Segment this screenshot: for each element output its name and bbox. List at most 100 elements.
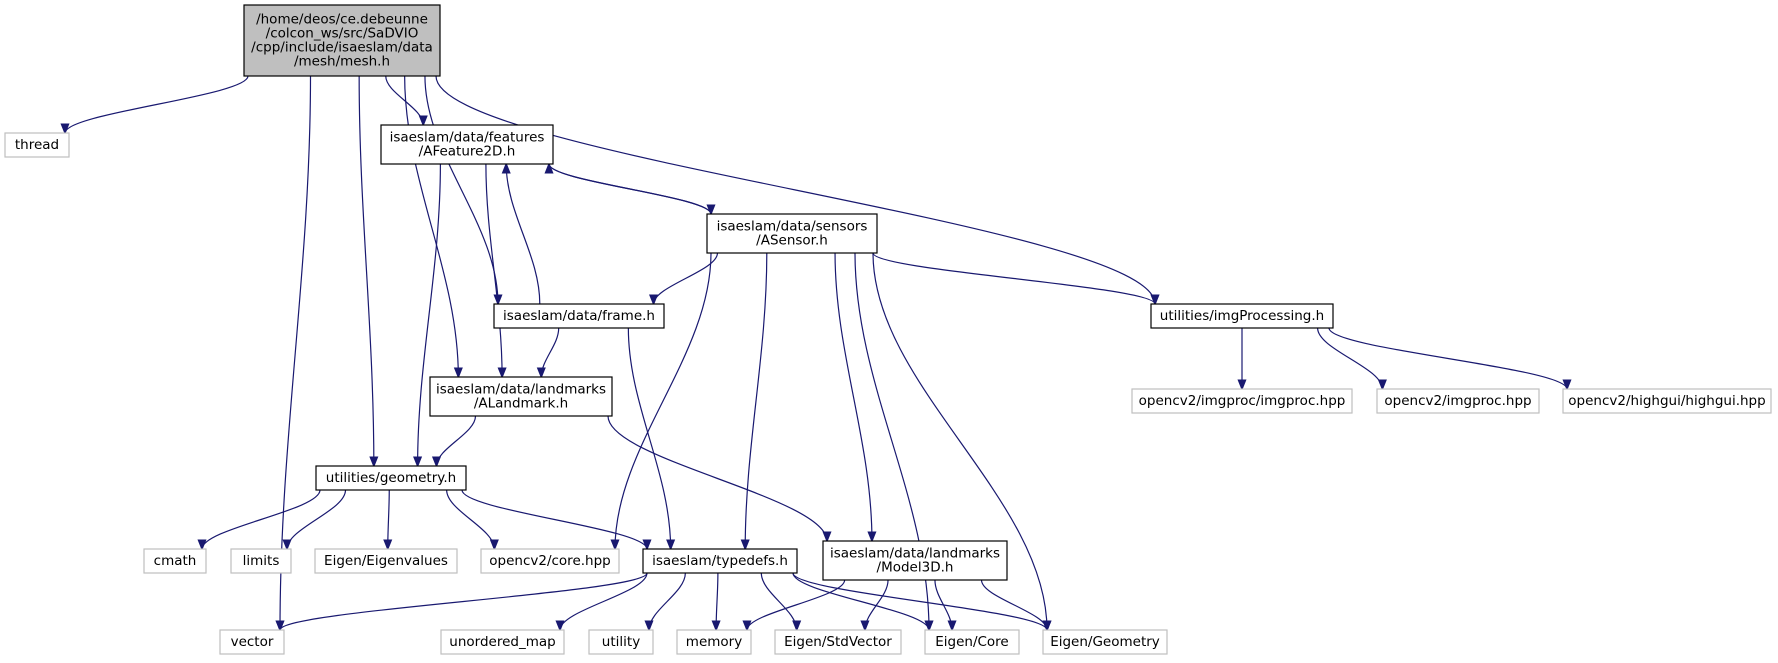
node-label-alandmark-1: /ALandmark.h (474, 396, 568, 412)
node-label-afeature2d-1: /AFeature2D.h (419, 144, 516, 160)
node-box-typedefs (642, 548, 798, 574)
node-eigen_core: Eigen/Core (924, 629, 1020, 655)
node-box-geometry (315, 465, 467, 491)
edge-typedefs-to-vector (280, 572, 648, 630)
node-box-eigenvalues (314, 548, 458, 574)
node-imgprocessing[interactable]: utilities/imgProcessing.h (1150, 303, 1334, 329)
edge-asensor-to-afeature2d (549, 164, 712, 215)
node-label-asensor-1: /ASensor.h (756, 233, 828, 249)
node-label-eigen_core-0: Eigen/Core (935, 634, 1009, 650)
edge-typedefs-to-eigen_core (792, 572, 929, 630)
node-label-geometry-0: utilities/geometry.h (326, 470, 456, 486)
edge-frame-to-afeature2d (506, 164, 541, 305)
node-label-unordered_map-0: unordered_map (449, 634, 555, 650)
node-label-typedefs-0: isaeslam/typedefs.h (652, 553, 788, 569)
node-mesh[interactable]: /home/deos/ce.debeunne/colcon_ws/src/SaD… (243, 4, 441, 77)
node-cmath: cmath (143, 548, 207, 574)
node-label-thread-0: thread (15, 137, 59, 153)
edge-mesh-to-vector (280, 75, 312, 630)
edge-geometry-to-cv_core (446, 489, 495, 549)
edge-mesh-to-thread (65, 75, 249, 133)
node-box-eigen_core (924, 629, 1020, 655)
edge-typedefs-to-unordered_map (560, 572, 648, 630)
node-label-mesh-0: /home/deos/ce.debeunne (256, 12, 428, 28)
edge-afeature2d-to-geometry (418, 163, 441, 466)
node-eigenvalues: Eigen/Eigenvalues (314, 548, 458, 574)
edge-frame-to-typedefs (627, 327, 670, 549)
node-label-model3d-1: /Model3D.h (877, 560, 954, 576)
node-box-cmath (143, 548, 207, 574)
edges-layer (65, 75, 1567, 630)
edge-asensor-to-frame (654, 252, 719, 304)
edge-mesh-to-imgprocessing (435, 75, 1155, 304)
node-box-imgproc_imgproc (1131, 388, 1353, 414)
node-label-memory-0: memory (686, 634, 742, 650)
node-imgproc_hpp: opencv2/imgproc.hpp (1376, 388, 1540, 414)
edge-typedefs-to-memory (716, 572, 718, 630)
node-label-alandmark-0: isaeslam/data/landmarks (436, 382, 606, 398)
edge-geometry-to-eigenvalues (388, 489, 390, 549)
node-asensor[interactable]: isaeslam/data/sensors/ASensor.h (706, 213, 878, 254)
edge-model3d-to-memory (747, 579, 846, 630)
edge-model3d-to-eigen_core (934, 579, 952, 630)
edge-asensor-to-imgprocessing (872, 252, 1155, 304)
node-label-afeature2d-0: isaeslam/data/features (390, 130, 545, 146)
node-label-mesh-1: /colcon_ws/src/SaDVIO (266, 26, 419, 42)
edge-mesh-to-alandmark (404, 75, 459, 377)
nodes-layer: /home/deos/ce.debeunne/colcon_ws/src/SaD… (4, 4, 1772, 655)
edge-alandmark-to-geometry (437, 415, 477, 466)
node-label-imgproc_imgproc-0: opencv2/imgproc/imgproc.hpp (1139, 393, 1346, 409)
node-label-highgui-0: opencv2/highgui/highgui.hpp (1568, 393, 1765, 409)
node-label-cmath-0: cmath (154, 553, 197, 569)
edge-geometry-to-cmath (202, 489, 321, 549)
node-label-frame-0: isaeslam/data/frame.h (503, 308, 655, 324)
edge-frame-to-alandmark (541, 327, 560, 377)
node-afeature2d[interactable]: isaeslam/data/features/AFeature2D.h (380, 124, 554, 165)
edge-asensor-to-cv_core (615, 252, 712, 549)
node-geometry[interactable]: utilities/geometry.h (315, 465, 467, 491)
node-box-imgproc_hpp (1376, 388, 1540, 414)
node-box-alandmark (429, 376, 613, 417)
node-eigen_geometry: Eigen/Geometry (1042, 629, 1168, 655)
node-model3d[interactable]: isaeslam/data/landmarks/Model3D.h (822, 540, 1008, 581)
node-frame[interactable]: isaeslam/data/frame.h (493, 303, 665, 329)
edge-imgprocessing-to-imgproc_hpp (1317, 327, 1383, 389)
node-box-unordered_map (440, 629, 565, 655)
edge-asensor-to-typedefs (745, 252, 768, 549)
node-box-memory (676, 629, 752, 655)
node-label-limits-0: limits (243, 553, 280, 569)
node-limits: limits (230, 548, 292, 574)
edge-mesh-to-geometry (358, 75, 374, 466)
edge-mesh-to-afeature2d (385, 75, 424, 125)
node-alandmark[interactable]: isaeslam/data/landmarks/ALandmark.h (429, 376, 613, 417)
node-box-afeature2d (380, 124, 554, 165)
node-utility: utility (588, 629, 654, 655)
node-thread: thread (4, 132, 70, 158)
node-label-vector-0: vector (231, 634, 274, 650)
edge-typedefs-to-utility (649, 572, 686, 630)
node-stdvector: Eigen/StdVector (774, 629, 902, 655)
node-label-asensor-0: isaeslam/data/sensors (717, 219, 868, 235)
node-box-imgprocessing (1150, 303, 1334, 329)
node-label-eigenvalues-0: Eigen/Eigenvalues (324, 553, 448, 569)
node-label-eigen_geometry-0: Eigen/Geometry (1050, 634, 1160, 650)
edge-afeature2d-to-alandmark (485, 163, 502, 377)
edge-typedefs-to-stdvector (760, 572, 796, 630)
node-box-vector (219, 629, 285, 655)
edge-asensor-to-eigen_geometry (872, 252, 1047, 630)
node-label-imgproc_hpp-0: opencv2/imgproc.hpp (1384, 393, 1531, 409)
node-label-cv_core-0: opencv2/core.hpp (489, 553, 610, 569)
node-box-highgui (1562, 388, 1772, 414)
node-box-frame (493, 303, 665, 329)
node-box-model3d (822, 540, 1008, 581)
node-label-mesh-3: /mesh/mesh.h (294, 54, 390, 70)
node-box-mesh (243, 4, 441, 77)
node-unordered_map: unordered_map (440, 629, 565, 655)
edge-model3d-to-stdvector (865, 579, 889, 630)
edge-typedefs-to-eigen_geometry (792, 572, 1047, 630)
edge-geometry-to-limits (287, 489, 347, 549)
node-typedefs[interactable]: isaeslam/typedefs.h (642, 548, 798, 574)
node-highgui: opencv2/highgui/highgui.hpp (1562, 388, 1772, 414)
node-box-cv_core (480, 548, 620, 574)
